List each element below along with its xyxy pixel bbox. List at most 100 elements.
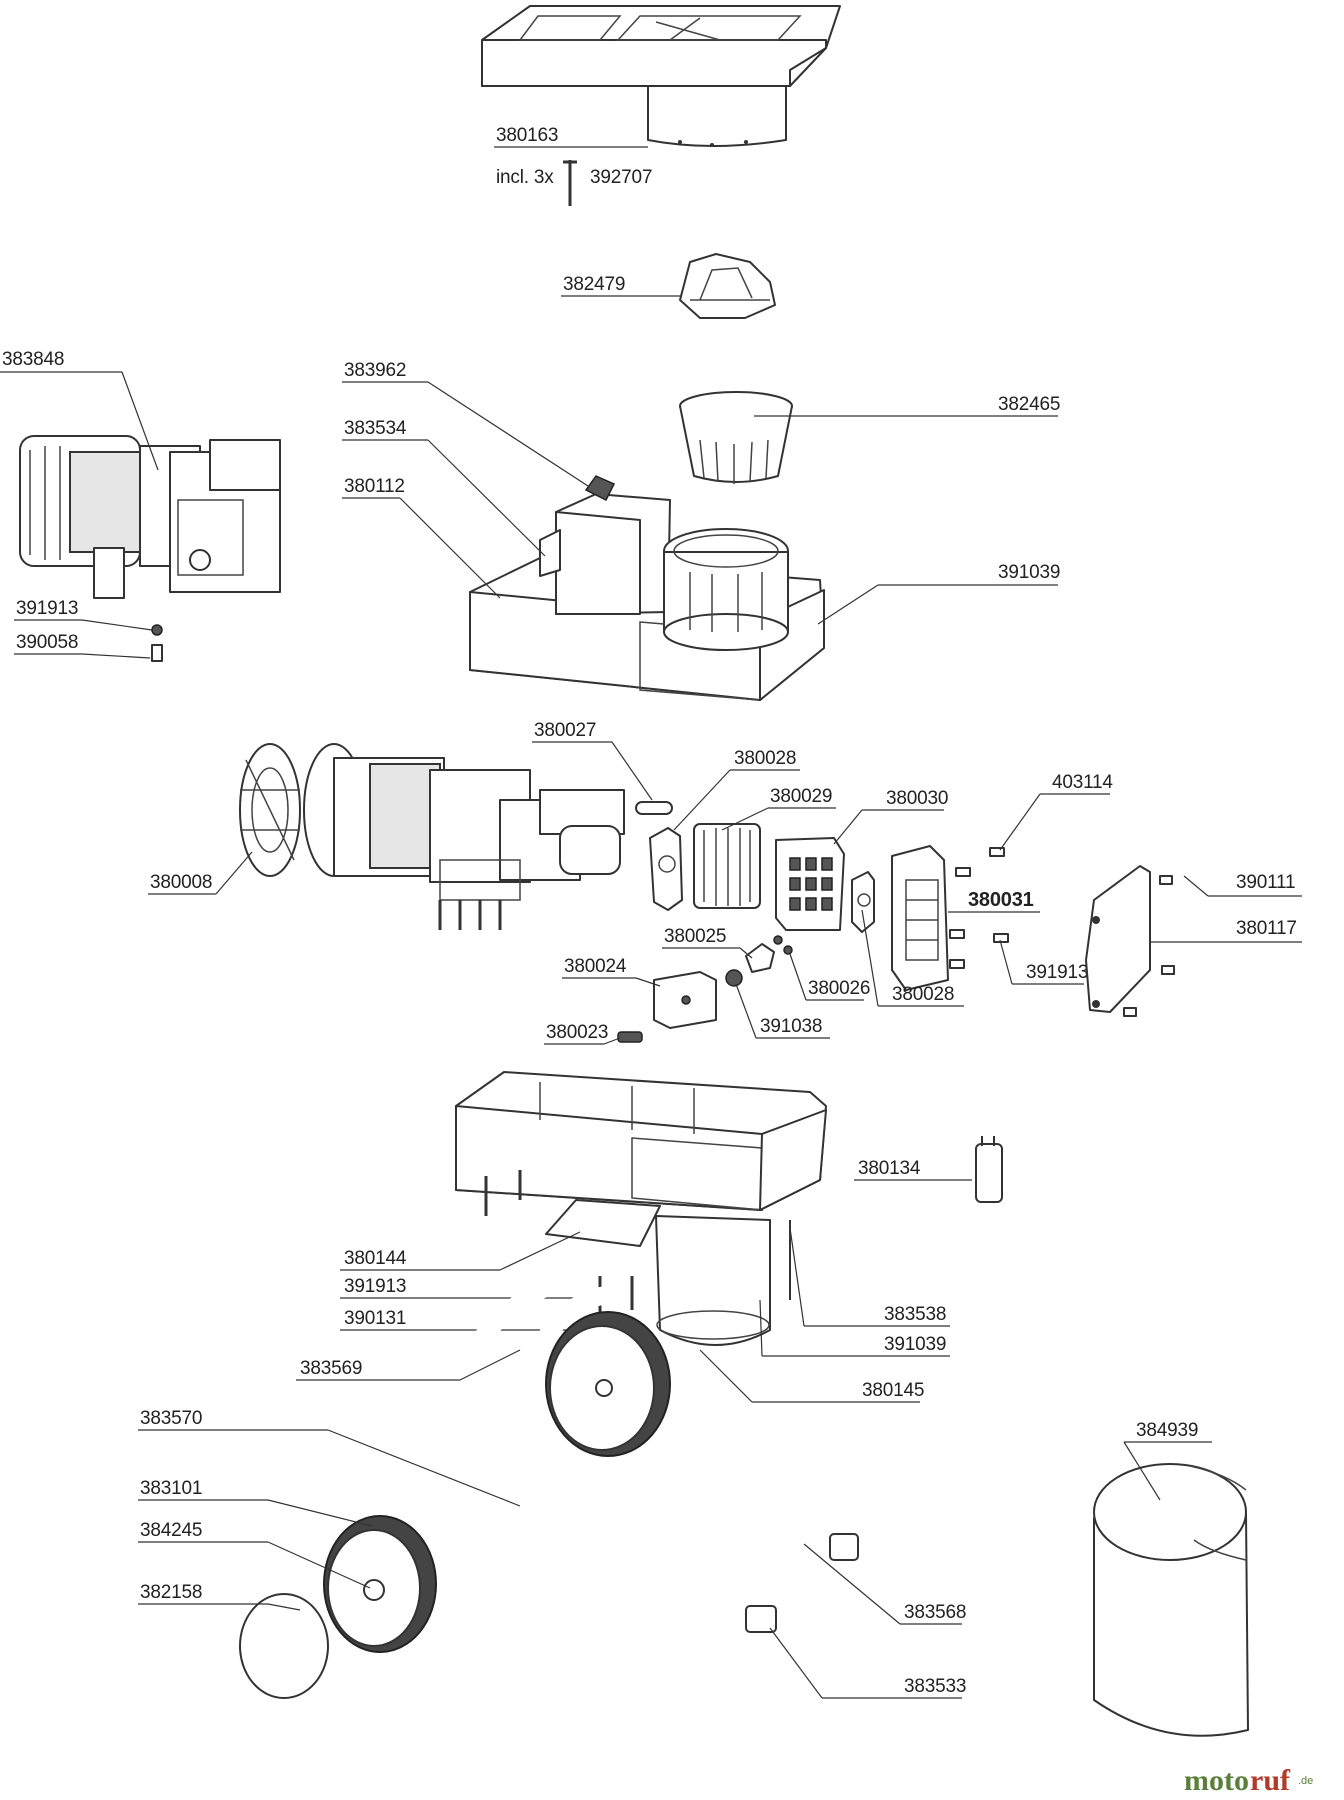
label-392707: 392707 — [590, 167, 652, 188]
leader-380029-b — [721, 807, 769, 831]
label-403114: 403114 — [1052, 772, 1113, 793]
label-380030: 380030 — [886, 788, 948, 809]
label-383534: 383534 — [344, 418, 407, 439]
leader-380024-b — [635, 977, 661, 987]
bracket-380024 — [653, 971, 717, 1029]
label-391039-low: 391039 — [884, 1334, 946, 1355]
impeller-380029 — [693, 823, 761, 909]
leader-391913-mid-a — [999, 939, 1013, 985]
capacitor-380134 — [975, 1136, 1003, 1203]
label-390058: 390058 — [16, 632, 78, 653]
leader-383533-a — [769, 1627, 823, 1699]
pump-cover-380031 — [891, 845, 949, 991]
label-380027: 380027 — [534, 720, 596, 741]
cutter-ring-382465 — [679, 391, 793, 484]
side-cover-380117 — [1085, 865, 1175, 1017]
label-390131: 390131 — [344, 1308, 406, 1329]
leader-380026-a — [789, 953, 807, 1001]
label-384939: 384939 — [1136, 1420, 1198, 1441]
ring-391038 — [725, 969, 743, 987]
leader-380144-b — [499, 1231, 581, 1271]
leader-380112-b — [399, 497, 501, 599]
bearing-380025 — [745, 943, 775, 973]
cap-383568 — [829, 1533, 859, 1561]
wheel-390131 — [545, 1311, 671, 1457]
label-380008: 380008 — [150, 872, 212, 893]
label-383533: 383533 — [904, 1676, 966, 1697]
label-391038: 391038 — [760, 1016, 822, 1037]
leader-390058-b — [81, 653, 151, 659]
leader-391913-top-b — [81, 619, 153, 631]
label-380028-top: 380028 — [734, 748, 796, 769]
screw-380023 — [617, 1031, 643, 1043]
leader-390111-a — [1183, 875, 1209, 897]
leader-383569-b — [459, 1349, 521, 1381]
leader-391039-top-a — [817, 584, 879, 625]
label-380023: 380023 — [546, 1022, 608, 1043]
logo-text-de: .de — [1298, 1775, 1313, 1787]
leader-380008-b — [215, 851, 253, 895]
label-383568: 383568 — [904, 1602, 966, 1623]
gasket-380028-b — [851, 871, 875, 933]
label-380031: 380031 — [968, 889, 1034, 911]
bucket-384939 — [1093, 1463, 1249, 1737]
wheel-383101 — [323, 1515, 437, 1653]
logo-motoruf: moto ruf .de — [1184, 1764, 1313, 1797]
label-380025: 380025 — [664, 926, 726, 947]
frame-383569 — [414, 1265, 718, 1711]
label-380117: 380117 — [1236, 918, 1297, 939]
switch-383962 — [584, 475, 616, 502]
leader-382158-b — [267, 1603, 301, 1611]
screw-392707 — [563, 160, 577, 206]
screw-390058 — [151, 644, 163, 662]
leader-383848-b — [121, 371, 159, 471]
label-383101: 383101 — [140, 1478, 202, 1499]
label-383962: 383962 — [344, 360, 406, 381]
part-382479 — [679, 253, 776, 319]
leader-380027-b — [611, 741, 653, 801]
label-380026: 380026 — [808, 978, 870, 999]
leader-383568-a — [803, 1543, 901, 1625]
label-380112: 380112 — [344, 476, 405, 497]
label-383538: 383538 — [884, 1304, 946, 1325]
gasket-380028-a — [649, 827, 683, 911]
cap-383533 — [745, 1605, 777, 1633]
label-384245: 384245 — [140, 1520, 202, 1541]
basket-391039-housing — [663, 528, 789, 651]
shaft-380027 — [635, 801, 673, 815]
hopper-tray — [481, 5, 841, 147]
label-383569: 383569 — [300, 1358, 362, 1379]
leader-380028-top-b — [673, 769, 731, 831]
label-380144: 380144 — [344, 1248, 407, 1269]
label-391913-mid: 391913 — [1026, 962, 1088, 983]
label-380145: 380145 — [862, 1380, 924, 1401]
label-380163: 380163 — [496, 125, 558, 146]
label-380029: 380029 — [770, 786, 832, 807]
leader-383538-a — [789, 1227, 805, 1327]
leader-403114-a — [999, 793, 1041, 851]
leader-384939-b — [1123, 1441, 1161, 1501]
leader-391039-low-a — [759, 1299, 763, 1357]
motor-unit — [303, 743, 625, 930]
screws-403114 — [949, 847, 1005, 969]
label-383848: 383848 — [2, 349, 64, 370]
leader-383101-b — [267, 1499, 373, 1527]
label-391039-top: 391039 — [998, 562, 1060, 583]
label-382465: 382465 — [998, 394, 1060, 415]
fan-380008 — [239, 743, 301, 877]
label-380024: 380024 — [564, 956, 627, 977]
grid-plate-380030 — [775, 837, 845, 931]
leader-380023-b — [603, 1037, 621, 1045]
label-382479: 382479 — [563, 274, 625, 295]
label-391913-low: 391913 — [344, 1276, 406, 1297]
motor-assembly-383848 — [19, 435, 281, 599]
label-391913-top: 391913 — [16, 598, 78, 619]
leader-380028-bot-a — [861, 909, 879, 1007]
motor-cover-383534 — [539, 493, 671, 615]
leader-383962-b — [427, 381, 589, 487]
washer-391913-top — [151, 624, 163, 636]
leader-380025-b — [739, 947, 753, 959]
hubcap-382158 — [239, 1593, 329, 1699]
motor-pot-380145 — [655, 1215, 791, 1346]
